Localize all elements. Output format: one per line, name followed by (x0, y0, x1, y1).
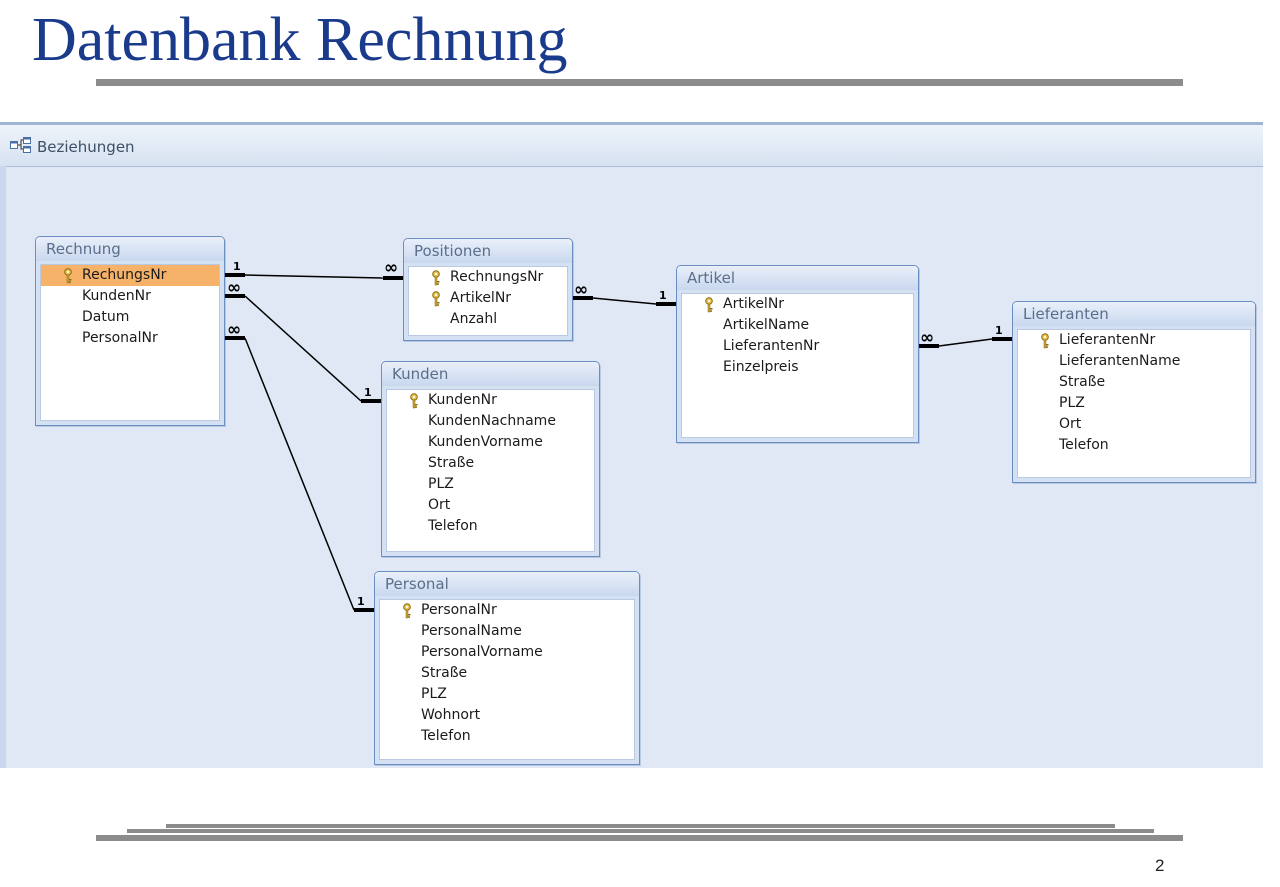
field-label: LieferantenNr (723, 338, 820, 354)
field-row[interactable]: Datum (41, 307, 219, 328)
footer-rule-middle (127, 829, 1154, 833)
field-label: PLZ (1059, 395, 1085, 411)
title-underline (96, 79, 1183, 86)
field-label: Ort (428, 497, 451, 513)
primary-key-icon (402, 603, 412, 619)
field-row[interactable]: PersonalVorname (380, 642, 634, 663)
field-row[interactable]: Straße (380, 663, 634, 684)
field-row[interactable]: PersonalName (380, 621, 634, 642)
field-row[interactable]: Telefon (387, 516, 594, 537)
field-label: ArtikelName (723, 317, 810, 333)
field-label: Straße (428, 455, 475, 471)
relationships-icon[interactable] (10, 137, 32, 153)
field-row[interactable]: ArtikelNr (682, 294, 913, 315)
field-row[interactable]: RechnungsNr (409, 267, 567, 288)
field-label: ArtikelNr (723, 296, 785, 312)
table-title[interactable]: Lieferanten (1013, 302, 1255, 327)
field-label: PersonalVorname (421, 644, 543, 660)
field-row[interactable]: Einzelpreis (682, 357, 913, 378)
field-label: KundenVorname (428, 434, 543, 450)
footer-rule-top (166, 824, 1115, 828)
field-label: LieferantenName (1059, 353, 1181, 369)
field-row[interactable]: Straße (1018, 372, 1250, 393)
field-row[interactable]: Anzahl (409, 309, 567, 330)
field-row[interactable]: PLZ (380, 684, 634, 705)
field-row[interactable]: Telefon (1018, 435, 1250, 456)
table-title[interactable]: Positionen (404, 239, 572, 264)
footer-rule-bottom (96, 835, 1183, 841)
table-title[interactable]: Rechnung (36, 237, 224, 262)
field-label: Telefon (421, 728, 471, 744)
field-label: KundenNachname (428, 413, 556, 429)
page-number: 2 (1155, 856, 1165, 875)
slide-title: Datenbank Rechnung (32, 6, 568, 74)
field-row[interactable]: Telefon (380, 726, 634, 747)
field-label: Anzahl (450, 311, 498, 327)
field-row[interactable]: KundenNachname (387, 411, 594, 432)
field-row[interactable]: ArtikelNr (409, 288, 567, 309)
field-row[interactable]: ArtikelName (682, 315, 913, 336)
field-label: PLZ (421, 686, 447, 702)
field-row[interactable]: PLZ (387, 474, 594, 495)
field-row[interactable]: RechungsNr (41, 265, 219, 286)
field-row[interactable]: LieferantenName (1018, 351, 1250, 372)
field-row[interactable]: PersonalNr (41, 328, 219, 349)
field-label: PersonalNr (421, 602, 497, 618)
tab-beziehungen[interactable]: Beziehungen (37, 138, 135, 156)
field-label: ArtikelNr (450, 290, 512, 306)
field-row[interactable]: KundenNr (41, 286, 219, 307)
field-label: LieferantenNr (1059, 332, 1156, 348)
field-label: KundenNr (428, 392, 497, 408)
field-row[interactable]: LieferantenNr (1018, 330, 1250, 351)
primary-key-icon (431, 270, 441, 286)
field-label: PersonalName (421, 623, 522, 639)
field-row[interactable]: Wohnort (380, 705, 634, 726)
table-title[interactable]: Personal (375, 572, 639, 597)
primary-key-icon (63, 268, 73, 284)
field-label: Datum (82, 309, 130, 325)
field-label: Ort (1059, 416, 1082, 432)
tab-bar: Beziehungen (0, 125, 1263, 167)
primary-key-icon (409, 393, 419, 409)
field-label: Straße (1059, 374, 1106, 390)
primary-key-icon (431, 291, 441, 307)
field-row[interactable]: Ort (1018, 414, 1250, 435)
field-label: Einzelpreis (723, 359, 799, 375)
field-row[interactable]: LieferantenNr (682, 336, 913, 357)
field-row[interactable]: KundenNr (387, 390, 594, 411)
field-row[interactable]: KundenVorname (387, 432, 594, 453)
field-row[interactable]: PersonalNr (380, 600, 634, 621)
field-label: Telefon (428, 518, 478, 534)
field-label: Telefon (1059, 437, 1109, 453)
field-label: PLZ (428, 476, 454, 492)
field-row[interactable]: Straße (387, 453, 594, 474)
table-title[interactable]: Kunden (382, 362, 599, 387)
field-label: RechungsNr (82, 267, 167, 283)
field-label: Wohnort (421, 707, 481, 723)
field-row[interactable]: PLZ (1018, 393, 1250, 414)
primary-key-icon (1040, 333, 1050, 349)
field-row[interactable]: Ort (387, 495, 594, 516)
field-label: Straße (421, 665, 468, 681)
table-title[interactable]: Artikel (677, 266, 918, 291)
field-label: KundenNr (82, 288, 151, 304)
window-left-edge (0, 166, 6, 768)
field-label: PersonalNr (82, 330, 158, 346)
field-label: RechnungsNr (450, 269, 544, 285)
primary-key-icon (704, 297, 714, 313)
